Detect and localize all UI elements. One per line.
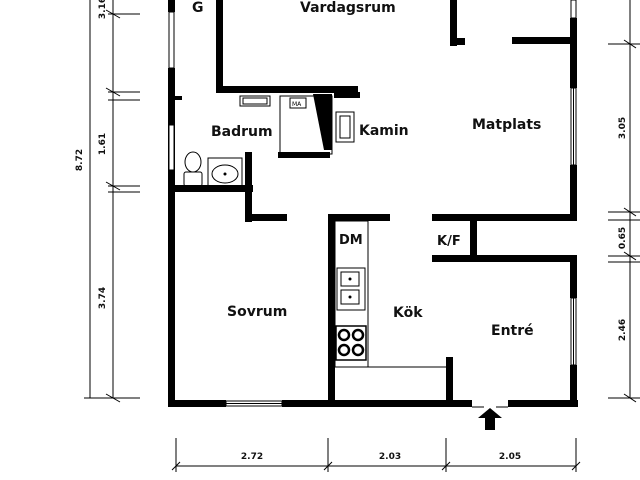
entrance-arrow-icon	[472, 406, 508, 430]
room-label-vardagsrum: Vardagsrum	[300, 0, 396, 16]
dimension-label: 3.74	[98, 287, 108, 309]
room-label-kf: K/F	[437, 234, 461, 249]
dimension-label: 2.72	[241, 452, 263, 462]
interior-wall	[334, 92, 360, 98]
interior-wall	[278, 152, 330, 158]
room-label-matplats: Matplats	[472, 117, 541, 133]
dimension-label: 3.05	[618, 117, 628, 139]
window	[168, 124, 175, 171]
left-exterior-wall	[168, 0, 175, 12]
fireplace-icon: MA	[279, 92, 360, 155]
interior-wall	[175, 185, 253, 192]
interior-wall	[450, 38, 465, 45]
sink-icon	[207, 157, 243, 187]
interior-wall	[446, 357, 453, 405]
room-label-kok: Kök	[393, 305, 423, 321]
interior-wall	[216, 86, 358, 93]
dimension-label: 2.03	[379, 452, 401, 462]
toilet-icon	[183, 151, 203, 187]
window	[570, 0, 577, 19]
interior-wall	[432, 214, 577, 221]
interior-wall	[245, 152, 252, 222]
interior-wall	[450, 0, 457, 46]
bottom-exterior-wall	[282, 400, 472, 407]
room-label-entre: Entré	[491, 323, 534, 339]
bathtub-icon	[239, 95, 271, 107]
dimension-label: 1.61	[98, 133, 108, 155]
interior-wall	[512, 37, 577, 44]
svg-text:MA: MA	[292, 101, 302, 108]
interior-wall	[216, 0, 223, 92]
walls	[168, 0, 578, 407]
sink-icon	[336, 267, 366, 311]
room-label-badrum: Badrum	[211, 124, 273, 140]
right-exterior-wall	[570, 18, 577, 88]
right-exterior-wall	[570, 365, 577, 407]
room-label-dm: DM	[339, 233, 363, 248]
kitchen-counter	[334, 220, 446, 368]
windows	[168, 0, 577, 407]
interior-wall	[328, 214, 335, 404]
dimension-lines	[84, 0, 640, 472]
window	[168, 11, 175, 69]
interior-wall	[328, 214, 390, 221]
dimension-label: 2.46	[618, 319, 628, 341]
interior-wall	[245, 214, 287, 221]
interior-wall	[175, 96, 182, 100]
interior-wall	[470, 214, 477, 260]
dimension-label: 0.65	[618, 227, 628, 249]
room-label-sovrum: Sovrum	[227, 304, 287, 320]
bottom-exterior-wall	[168, 400, 226, 407]
left-exterior-wall	[168, 68, 175, 406]
room-label-g: G	[192, 0, 204, 16]
dimension-label: 2.05	[499, 452, 521, 462]
dimension-label: 8.72	[75, 149, 85, 171]
bottom-exterior-wall	[508, 400, 578, 407]
interior-wall	[432, 255, 577, 262]
dimension-label: 3.16	[98, 0, 108, 19]
right-exterior-wall	[570, 256, 577, 298]
room-label-kamin: Kamin	[359, 123, 409, 139]
stove-icon	[335, 325, 367, 361]
right-exterior-wall	[570, 165, 577, 217]
